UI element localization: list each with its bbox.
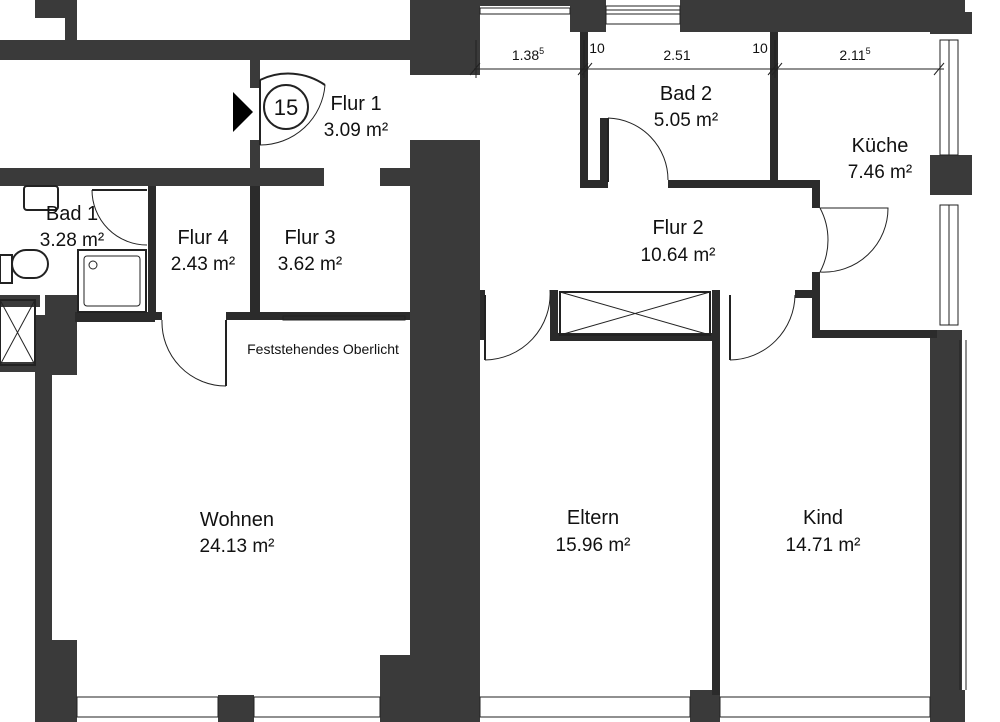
- room-name: Kind: [803, 507, 843, 529]
- partitions: [75, 32, 937, 695]
- dim-5: 2.115: [839, 46, 870, 63]
- skylight-box: [559, 291, 711, 336]
- room-bad1: Bad 1 3.28 m²: [40, 203, 104, 251]
- room-name: Bad 2: [660, 83, 712, 105]
- room-area: 5.05 m²: [654, 110, 718, 131]
- room-area: 24.13 m²: [200, 536, 275, 557]
- entrance-marker: 15: [233, 84, 309, 132]
- walls: [0, 0, 972, 722]
- room-flur3: Flur 3 3.62 m²: [278, 227, 342, 275]
- unit-number-circle: [263, 84, 309, 130]
- entrance-arrow-icon: [233, 92, 253, 132]
- room-name: Flur 1: [330, 93, 381, 115]
- dim-3: 2.51: [663, 47, 690, 63]
- room-eltern: Eltern 15.96 m²: [556, 507, 631, 556]
- unit-number: 15: [274, 95, 298, 120]
- room-flur2: Flur 2 10.64 m²: [641, 217, 716, 266]
- room-name: Küche: [852, 135, 909, 157]
- room-area: 7.46 m²: [848, 162, 912, 183]
- dimension-line: [469, 40, 945, 78]
- dim-1: 1.385: [512, 46, 544, 63]
- room-area: 3.28 m²: [40, 230, 104, 251]
- room-name: Flur 4: [177, 227, 228, 249]
- room-area: 15.96 m²: [556, 535, 631, 556]
- room-kind: Kind 14.71 m²: [786, 507, 861, 556]
- windows: [76, 5, 967, 718]
- dim-4: 10: [752, 40, 768, 56]
- room-area: 3.09 m²: [324, 120, 388, 141]
- shaft: [0, 299, 36, 366]
- room-name: Wohnen: [200, 509, 274, 531]
- room-name: Bad 1: [46, 203, 98, 225]
- room-name: Eltern: [567, 507, 619, 529]
- room-area: 10.64 m²: [641, 245, 716, 266]
- room-area: 2.43 m²: [171, 254, 235, 275]
- bathroom-fixtures: [0, 185, 147, 313]
- doors: [91, 72, 889, 387]
- room-wohnen: Wohnen 24.13 m²: [200, 509, 275, 557]
- room-area: 3.62 m²: [278, 254, 342, 275]
- room-name: Flur 3: [284, 227, 335, 249]
- room-area: 14.71 m²: [786, 535, 861, 556]
- room-flur1: Flur 1 3.09 m²: [324, 93, 388, 141]
- room-bad2: Bad 2 5.05 m²: [654, 83, 718, 131]
- skylight-annotation: Feststehendes Oberlicht: [247, 341, 399, 357]
- room-flur4: Flur 4 2.43 m²: [171, 227, 235, 275]
- dim-2: 10: [589, 40, 605, 56]
- room-name: Flur 2: [652, 217, 703, 239]
- room-kueche: Küche 7.46 m²: [848, 135, 912, 183]
